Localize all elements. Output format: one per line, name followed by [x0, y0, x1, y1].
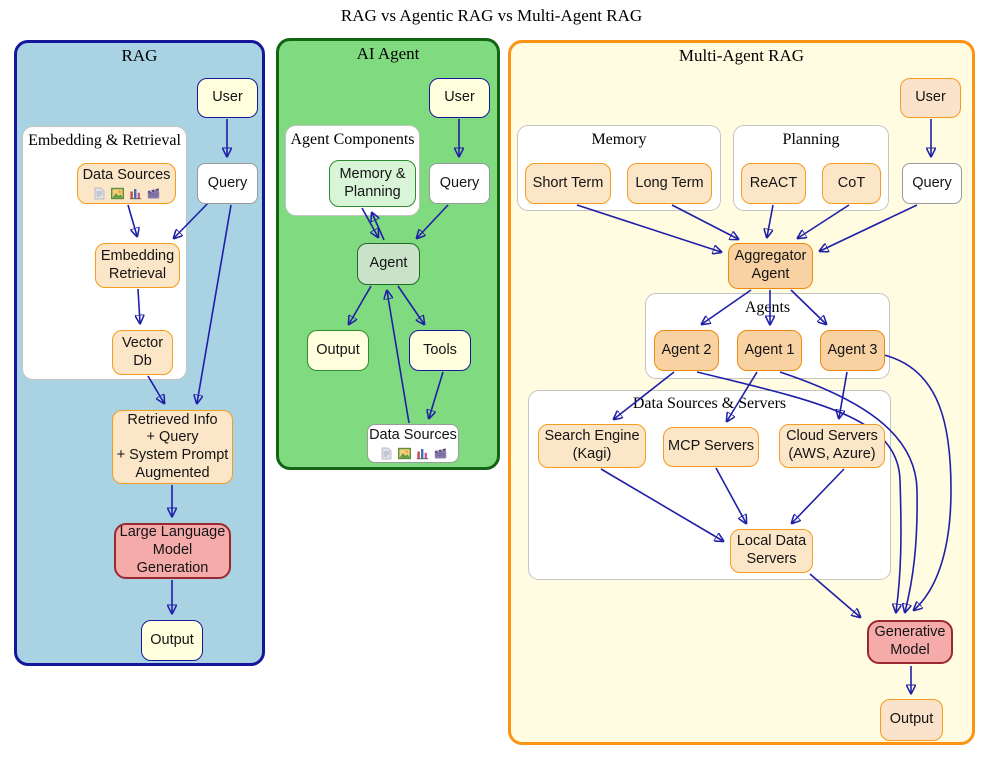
rag-panel-title: RAG — [121, 46, 158, 65]
planning-cluster-title: Planning — [782, 131, 840, 148]
multi-cot-node: CoT — [822, 163, 881, 204]
ai-query-node: Query — [429, 163, 490, 204]
agent-components-cluster-title: Agent Components — [290, 131, 415, 148]
multi-agent-2-node: Agent 2 — [654, 330, 719, 371]
image-icon — [111, 187, 124, 200]
bar-chart-icon — [129, 188, 142, 200]
data-sources-servers-cluster — [528, 390, 891, 580]
multi-agent-3-node: Agent 3 — [820, 330, 885, 371]
ai-agent-node: Agent — [357, 243, 420, 285]
multi-output-node: Output — [880, 699, 943, 741]
ai-agent-panel-title: AI Agent — [356, 44, 420, 63]
rag-vector-db-node: Vector Db — [112, 330, 173, 375]
multi-agent-panel-title: Multi-Agent RAG — [678, 46, 805, 65]
rag-user-node: User — [197, 78, 258, 118]
image-icon — [397, 447, 411, 460]
multi-mcp-servers-node: MCP Servers — [663, 427, 759, 467]
multi-long-term-node: Long Term — [627, 163, 712, 204]
agents-cluster-title: Agents — [744, 299, 791, 316]
data-sources-icon-row — [380, 447, 447, 460]
embedding-retrieval-cluster-title: Embedding & Retrieval — [28, 132, 181, 149]
ai-memory-planning-node: Memory & Planning — [329, 160, 416, 207]
ai-user-node: User — [429, 78, 490, 118]
clapperboard-icon — [147, 188, 160, 199]
clapperboard-icon — [434, 448, 446, 459]
rag-embedding-retrieval-node: Embedding Retrieval — [95, 243, 180, 288]
multi-short-term-node: Short Term — [525, 163, 611, 204]
memory-cluster-title: Memory — [591, 131, 647, 148]
rag-query-node: Query — [197, 163, 258, 204]
multi-agent-1-node: Agent 1 — [737, 330, 802, 371]
ai-output-node: Output — [307, 330, 369, 371]
multi-local-data-servers-node: Local Data Servers — [730, 529, 813, 573]
multi-react-node: ReACT — [741, 163, 806, 204]
diagram-title: RAG vs Agentic RAG vs Multi-Agent RAG — [340, 6, 643, 25]
data-sources-servers-cluster-title: Data Sources & Servers — [632, 395, 787, 412]
rag-llm-generation-node: Large Language Model Generation — [114, 523, 231, 579]
multi-query-node: Query — [902, 163, 962, 204]
rag-data-sources-node: Data Sources — [77, 163, 176, 204]
document-icon — [94, 187, 105, 200]
data-sources-icon-row — [93, 187, 160, 200]
rag-retrieved-info-node: Retrieved Info + Query + System Prompt A… — [112, 410, 233, 484]
bar-chart-icon — [416, 448, 428, 460]
multi-generative-model-node: Generative Model — [867, 620, 953, 664]
ai-tools-node: Tools — [409, 330, 471, 371]
multi-cloud-servers-node: Cloud Servers (AWS, Azure) — [779, 424, 885, 468]
rag-output-node: Output — [141, 620, 203, 661]
multi-search-engine-node: Search Engine (Kagi) — [538, 424, 646, 468]
multi-aggregator-agent-node: Aggregator Agent — [728, 243, 813, 289]
multi-user-node: User — [900, 78, 961, 118]
ai-data-sources-node: Data Sources — [367, 424, 459, 463]
document-icon — [381, 447, 391, 460]
